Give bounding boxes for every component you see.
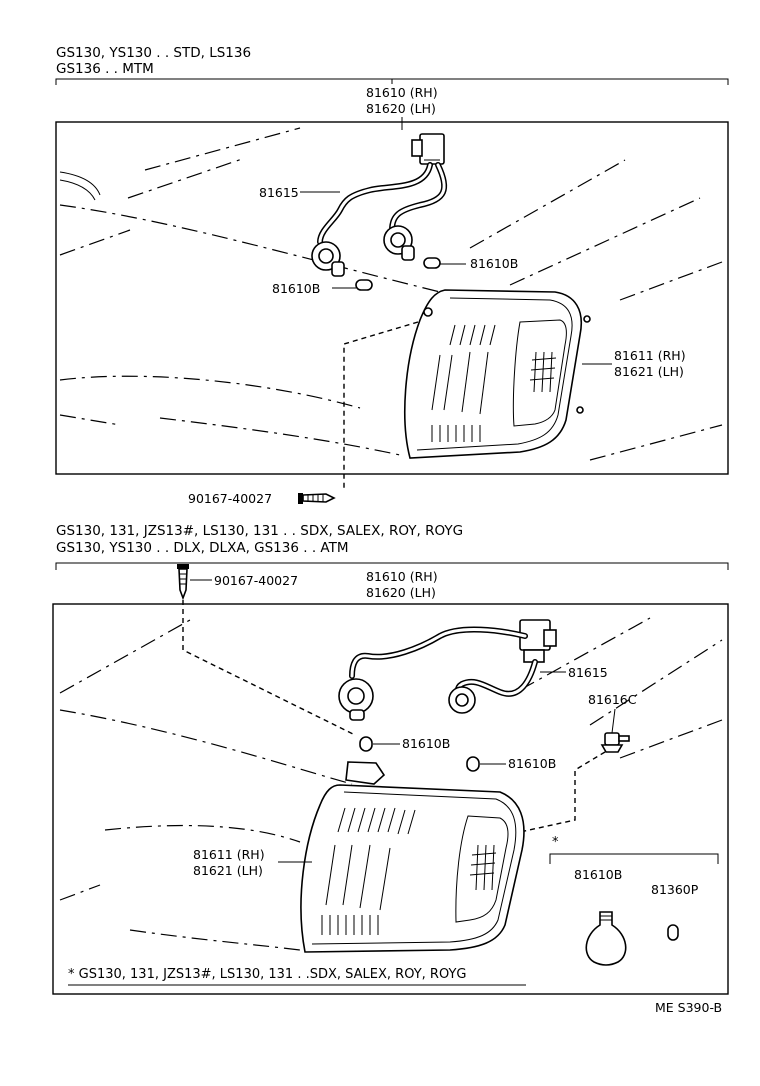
bottom-bracket [55,562,729,570]
top-lens-icon [404,289,591,459]
bottom-connector-icon [519,619,557,663]
bottom-header-line1: GS130, 131, JZS13#, LS130, 131 . . SDX, … [56,523,463,539]
bottom-footnote: * GS130, 131, JZS13#, LS130, 131 . .SDX,… [68,967,467,982]
bottom-label-socket-c: 81616C [588,692,637,707]
top-socket-left-icon [311,241,345,277]
bottom-label-lens-rh: 81611 (RH) [193,847,265,862]
top-label-bulb-left: 81610B [272,281,320,296]
bottom-label-bulb-left: 81610B [402,736,450,751]
bottom-screw-path [182,600,356,736]
top-wire-harness [317,162,448,245]
bottom-bulb-right-icon [466,756,480,772]
top-label-assy-rh: 81610 (RH) [366,85,438,100]
inset-label-bulb: 81610B [574,867,622,882]
top-label-socket-wire: 81615 [259,185,299,200]
bottom-label-bulb-right: 81610B [508,756,556,771]
bottom-label-screw: 90167-40027 [214,573,298,588]
bottom-screw-icon [177,564,189,601]
top-label-bulb-right: 81610B [470,256,518,271]
top-bulb-left-icon [355,279,373,291]
top-frame [55,121,729,475]
bottom-section: GS130, 131, JZS13#, LS130, 131 . . SDX, … [52,523,729,995]
top-label-lens-lh: 81621 (LH) [614,364,684,379]
inset-bracket [549,853,719,864]
bottom-label-socket-wire: 81615 [568,665,608,680]
bottom-socket-left-icon [338,678,374,721]
inset-bulb-small-icon [667,924,679,941]
page-code: ME S390-B [655,1000,722,1015]
bottom-frame [52,603,729,995]
bottom-socket-c-icon [600,732,630,753]
bottom-header-line2: GS130, YS130 . . DLX, DLXA, GS136 . . AT… [56,540,349,556]
bottom-body-outline [59,617,723,951]
top-header-line1: GS130, YS130 . . STD, LS136 [56,45,251,61]
top-socket-right-icon [383,225,415,261]
top-label-assy-lh: 81620 (LH) [366,101,436,116]
top-header-line2: GS136 . . MTM [56,61,154,77]
top-bulb-right-icon [423,257,441,269]
top-section: GS130, YS130 . . STD, LS136 GS136 . . MT… [55,45,729,506]
top-label-screw: 90167-40027 [188,491,272,506]
inset-label-bulb-small: 81360P [651,882,699,897]
top-body-outline [59,127,723,461]
bottom-wire-harness [349,626,538,703]
bottom-lens-icon [300,761,525,953]
bottom-label-lens-lh: 81621 (LH) [193,863,263,878]
inset-asterisk: * [552,835,559,850]
bottom-bulb-left-icon [359,736,373,752]
bottom-label-assy-rh: 81610 (RH) [366,569,438,584]
bottom-socket-right-icon [448,686,476,714]
inset-bulb-icon [585,911,627,966]
top-screw-path [343,321,419,490]
bottom-label-assy-lh: 81620 (LH) [366,585,436,600]
top-label-lens-rh: 81611 (RH) [614,348,686,363]
top-connector-icon [411,133,445,165]
top-screw-icon [298,493,336,504]
